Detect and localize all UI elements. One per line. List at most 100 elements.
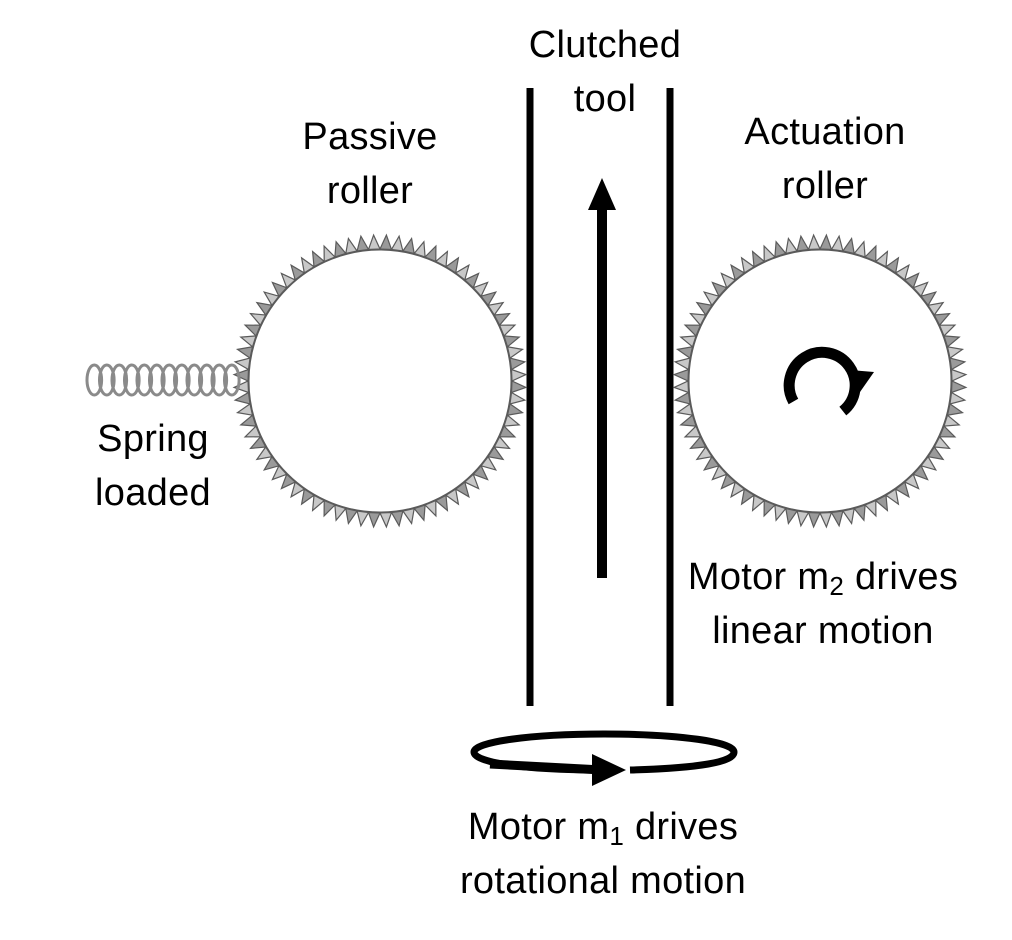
motor-m1-label-line2: rotational motion bbox=[459, 860, 747, 902]
gear-tooth bbox=[262, 455, 280, 471]
gear-tooth bbox=[255, 445, 273, 461]
motor-m2-label-line1: Motor m2 drives bbox=[668, 550, 978, 604]
gear-tooth bbox=[841, 507, 855, 526]
gear-tooth bbox=[509, 357, 527, 371]
gear-tooth bbox=[243, 324, 262, 337]
gear-tooth bbox=[487, 445, 505, 461]
gear-tooth bbox=[434, 494, 449, 512]
gear-tooth bbox=[356, 510, 370, 528]
gear-tooth bbox=[943, 335, 961, 348]
gear-tooth bbox=[927, 445, 945, 461]
linear-motion-arrow-icon bbox=[588, 178, 616, 578]
gear-tooth bbox=[751, 250, 766, 268]
gear-tooth bbox=[367, 233, 381, 251]
gear-tooth bbox=[280, 473, 297, 490]
spring-coil bbox=[223, 363, 241, 397]
gear-tooth bbox=[785, 507, 799, 526]
gear-tooth bbox=[950, 368, 968, 382]
gear-tooth bbox=[796, 510, 810, 528]
gear-tooth bbox=[401, 236, 415, 255]
gear-tooth bbox=[235, 402, 254, 416]
gear-tooth bbox=[506, 346, 525, 360]
gear-tooth bbox=[444, 256, 460, 274]
gear-tooth bbox=[807, 511, 821, 529]
spring-coil bbox=[85, 363, 104, 397]
spring-coil bbox=[173, 363, 191, 397]
gear-tooth bbox=[311, 250, 326, 268]
gear-tooth bbox=[493, 435, 511, 450]
gear-tooth bbox=[463, 473, 480, 490]
gear-tooth bbox=[912, 281, 929, 298]
gear-tooth bbox=[774, 504, 787, 522]
gear-tooth bbox=[946, 402, 965, 416]
gear-tooth bbox=[510, 368, 528, 382]
clockwise-rotation-icon bbox=[783, 346, 874, 416]
gear-tooth bbox=[943, 414, 961, 427]
gear-tooth bbox=[356, 234, 370, 252]
gear-tooth bbox=[711, 464, 728, 481]
gear-tooth bbox=[683, 425, 702, 438]
gear-tooth bbox=[672, 368, 690, 382]
gear-rim bbox=[246, 247, 514, 515]
gear-tooth bbox=[884, 256, 900, 274]
gear-tooth bbox=[894, 263, 910, 281]
gear-tooth bbox=[864, 244, 877, 263]
gear-tooth bbox=[334, 504, 347, 522]
clutched-tool-label-line1: Clutched bbox=[528, 24, 682, 66]
gear-tooth bbox=[711, 281, 728, 298]
gear-tooth bbox=[463, 272, 480, 289]
gear-tooth bbox=[874, 250, 889, 268]
gear-tooth bbox=[323, 244, 336, 263]
gear-tooth bbox=[290, 263, 306, 281]
gear-tooth bbox=[290, 481, 306, 499]
gear-tooth bbox=[249, 312, 267, 327]
gear-tooth bbox=[300, 488, 316, 506]
gear-tooth bbox=[695, 301, 713, 317]
gear-tooth bbox=[271, 281, 288, 298]
gear-tooth bbox=[679, 335, 697, 348]
gear-tooth bbox=[233, 357, 251, 371]
compression-spring-icon bbox=[85, 363, 241, 397]
actuation-roller-label-line1: Actuation bbox=[744, 111, 906, 153]
gear-tooth bbox=[503, 414, 521, 427]
gear-tooth bbox=[830, 510, 844, 528]
gear-tooth bbox=[454, 481, 470, 499]
spring-coil bbox=[160, 363, 179, 397]
gear-tooth bbox=[413, 240, 426, 258]
gear-tooth bbox=[345, 507, 359, 526]
passive-roller-gear-icon bbox=[232, 233, 528, 529]
gear-tooth bbox=[390, 510, 404, 528]
gear-tooth bbox=[807, 233, 821, 251]
gear-tooth bbox=[239, 335, 257, 348]
gear-tooth bbox=[689, 312, 707, 327]
actuation-roller-gear-icon bbox=[672, 233, 968, 529]
motor-m1-label-line1: Motor m1 drives bbox=[430, 800, 776, 854]
motor-m2-subscript: 2 bbox=[829, 571, 845, 601]
actuation-roller-label: Actuation roller bbox=[725, 105, 925, 213]
spring-coil bbox=[110, 363, 129, 397]
gear-tooth bbox=[874, 494, 889, 512]
gear-tooth bbox=[950, 380, 968, 394]
gear-tooth bbox=[785, 236, 799, 255]
gear-tooth bbox=[498, 425, 517, 438]
motor-m1-post: drives bbox=[624, 806, 739, 848]
gear-tooth bbox=[673, 391, 691, 405]
gear-tooth bbox=[695, 445, 713, 461]
gear-tooth bbox=[933, 435, 951, 450]
clutched-tool-label-line2: tool bbox=[573, 78, 637, 120]
gear-tooth bbox=[673, 357, 691, 371]
gear-tooth bbox=[480, 291, 498, 307]
gear-tooth bbox=[672, 380, 690, 394]
gear-tooth bbox=[367, 511, 381, 529]
gear-tooth bbox=[401, 507, 415, 526]
gear-tooth bbox=[255, 301, 273, 317]
gear-tooth bbox=[853, 240, 866, 258]
gear-tooth bbox=[763, 244, 776, 263]
gear-tooth bbox=[503, 335, 521, 348]
gear-tooth bbox=[853, 504, 866, 522]
gear-tooth bbox=[720, 473, 737, 490]
gear-tooth bbox=[675, 402, 694, 416]
gear-tooth bbox=[233, 391, 251, 405]
